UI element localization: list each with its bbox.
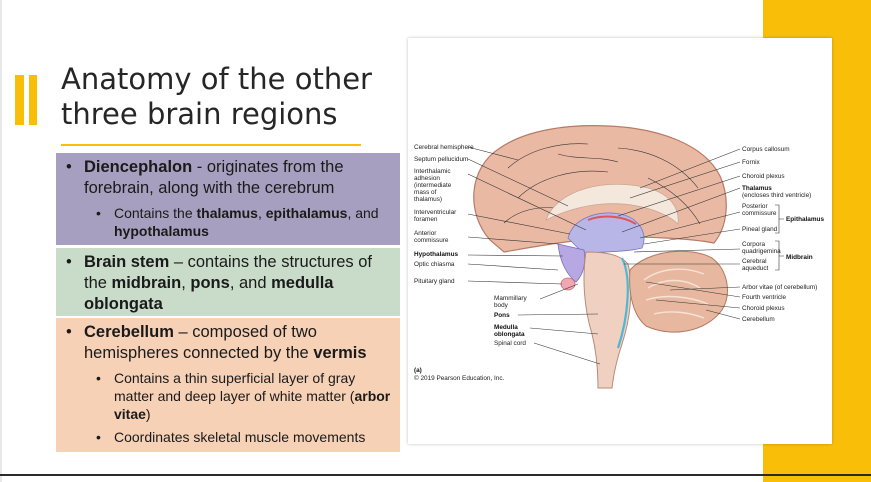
label-corpora-2: quadrigemina	[742, 248, 781, 255]
sub-text: , and	[229, 274, 272, 292]
term-pons: pons	[190, 274, 230, 292]
slide-left-edge	[0, 0, 2, 482]
accent-mark-left-2	[29, 75, 37, 125]
brain-figure: Cerebral hemisphere Septum pellucidum In…	[408, 38, 832, 444]
diencephalon-sub-bullet: Contains the thalamus, epithalamus, and …	[64, 204, 392, 240]
term-arbor-vitae: arbor vitae	[114, 388, 391, 422]
diencephalon-text: - originates from the forebrain, along w…	[84, 158, 344, 197]
label-posterior-1: Posterior	[742, 203, 768, 210]
label-interthalamic-2: adhesion	[414, 175, 440, 182]
label-interthalamic-4: mass of	[414, 189, 437, 196]
label-arbor-vitae: Arbor vitae (of cerebellum)	[742, 284, 817, 291]
brainstem-text: – contains the structures of the	[84, 253, 372, 292]
label-choroid-plexus: Choroid plexus	[742, 173, 785, 180]
label-anterior-2: commissure	[414, 237, 449, 244]
cerebellum-bullet: Cerebellum – composed of two hemispheres…	[64, 322, 392, 364]
brainstem-term: Brain stem	[84, 253, 170, 271]
brainstem-shape	[583, 251, 632, 389]
label-mammillary-2: body	[494, 302, 509, 309]
cerebellum-text: – composed of two hemispheres connected …	[84, 323, 317, 362]
bottom-leaders	[517, 283, 601, 365]
term-medulla: medulla oblongata	[84, 274, 334, 313]
arbor-vitae-shape	[643, 268, 709, 319]
sub-text: ,	[257, 205, 266, 221]
label-fourth-ventricle: Fourth ventricle	[742, 294, 786, 301]
cerebellum-term: Cerebellum	[84, 323, 174, 341]
gyri-lines	[503, 143, 701, 225]
sub-text: Contains a thin superficial layer of gra…	[114, 370, 356, 404]
left-leaders	[467, 146, 587, 285]
label-choroid-plexus-2: Choroid plexus	[742, 305, 785, 312]
label-cerebral-aqueduct-2: aqueduct	[742, 265, 769, 272]
label-interventricular-1: Interventricular	[414, 209, 457, 216]
term-midbrain: midbrain	[111, 274, 182, 292]
term-hypothalamus: hypothalamus	[114, 223, 209, 239]
label-hypothalamus: Hypothalamus	[414, 251, 458, 258]
right-leaders	[617, 148, 784, 320]
slide-title: Anatomy of the other three brain regions	[61, 62, 372, 131]
brainstem-box: Brain stem – contains the structures of …	[56, 248, 400, 316]
hypothalamus-shape	[557, 243, 586, 283]
label-optic-chiasma: Optic chiasma	[414, 261, 455, 268]
cerebral-aqueduct-shape	[616, 257, 629, 349]
label-midbrain: Midbrain	[786, 254, 813, 261]
slide-bottom-edge	[0, 474, 871, 476]
label-thalamus: Thalamus	[742, 185, 772, 192]
label-mammillary-1: Mammillary	[494, 295, 527, 302]
sub-text: , and	[347, 205, 379, 221]
choroid-plexus-shape	[587, 215, 637, 225]
label-pineal-gland: Pineal gland	[742, 226, 778, 233]
label-pons: Pons	[494, 312, 510, 319]
label-corpus-callosum: Corpus callosum	[742, 146, 790, 153]
accent-mark-left	[15, 75, 24, 125]
label-interthalamic-5: thalamus)	[414, 196, 442, 203]
cerebellum-sub-bullet-2: Coordinates skeletal muscle movements	[64, 428, 392, 446]
diencephalon-bullet: Diencephalon - originates from the foreb…	[64, 157, 392, 199]
sub-text: ,	[181, 274, 191, 292]
brainstem-bullet: Brain stem – contains the structures of …	[64, 252, 392, 315]
label-medulla-1: Medulla	[494, 324, 518, 331]
label-interthalamic-1: Interthalamic	[414, 168, 451, 175]
label-epithalamus: Epithalamus	[786, 216, 824, 223]
label-cerebellum: Cerebellum	[742, 316, 775, 323]
term-vermis: vermis	[313, 344, 367, 362]
label-interthalamic-3: (intermediate	[414, 182, 452, 189]
diencephalon-box: Diencephalon - originates from the foreb…	[56, 153, 400, 245]
diencephalon-term: Diencephalon	[84, 158, 193, 176]
label-septum-pellucidum: Septum pellucidum	[414, 156, 468, 163]
title-underline	[61, 144, 361, 146]
label-pituitary-gland: Pituitary gland	[414, 278, 455, 285]
corpus-callosum-shape	[545, 183, 679, 225]
label-corpora-1: Corpora	[742, 241, 766, 248]
cerebellum-shape	[629, 250, 728, 333]
term-epithalamus: epithalamus	[265, 205, 348, 221]
thalamus-shape	[567, 212, 645, 254]
sub-text: Contains the	[114, 205, 197, 221]
brain-illustration: Cerebral hemisphere Septum pellucidum In…	[414, 125, 824, 389]
label-cerebral-hemisphere: Cerebral hemisphere	[414, 144, 474, 151]
cerebellum-sub-bullet-1: Contains a thin superficial layer of gra…	[64, 369, 392, 423]
cerebellum-box: Cerebellum – composed of two hemispheres…	[56, 318, 400, 452]
label-fornix: Fornix	[742, 159, 761, 166]
term-thalamus: thalamus	[196, 205, 258, 221]
label-cerebral-aqueduct-1: Cerebral	[742, 258, 767, 265]
label-anterior-1: Anterior	[414, 230, 437, 237]
label-interventricular-2: foramen	[414, 216, 438, 223]
sub-text: Coordinates skeletal muscle movements	[114, 429, 366, 445]
copyright-text: © 2019 Pearson Education, Inc.	[414, 374, 505, 382]
panel-label: (a)	[414, 367, 422, 374]
label-medulla-2: oblongata	[494, 331, 525, 338]
label-thalamus-note: (encloses third ventricle)	[742, 192, 811, 199]
label-posterior-2: commissure	[742, 210, 777, 217]
sub-text: )	[145, 406, 151, 422]
label-spinal-cord: Spinal cord	[494, 340, 526, 347]
